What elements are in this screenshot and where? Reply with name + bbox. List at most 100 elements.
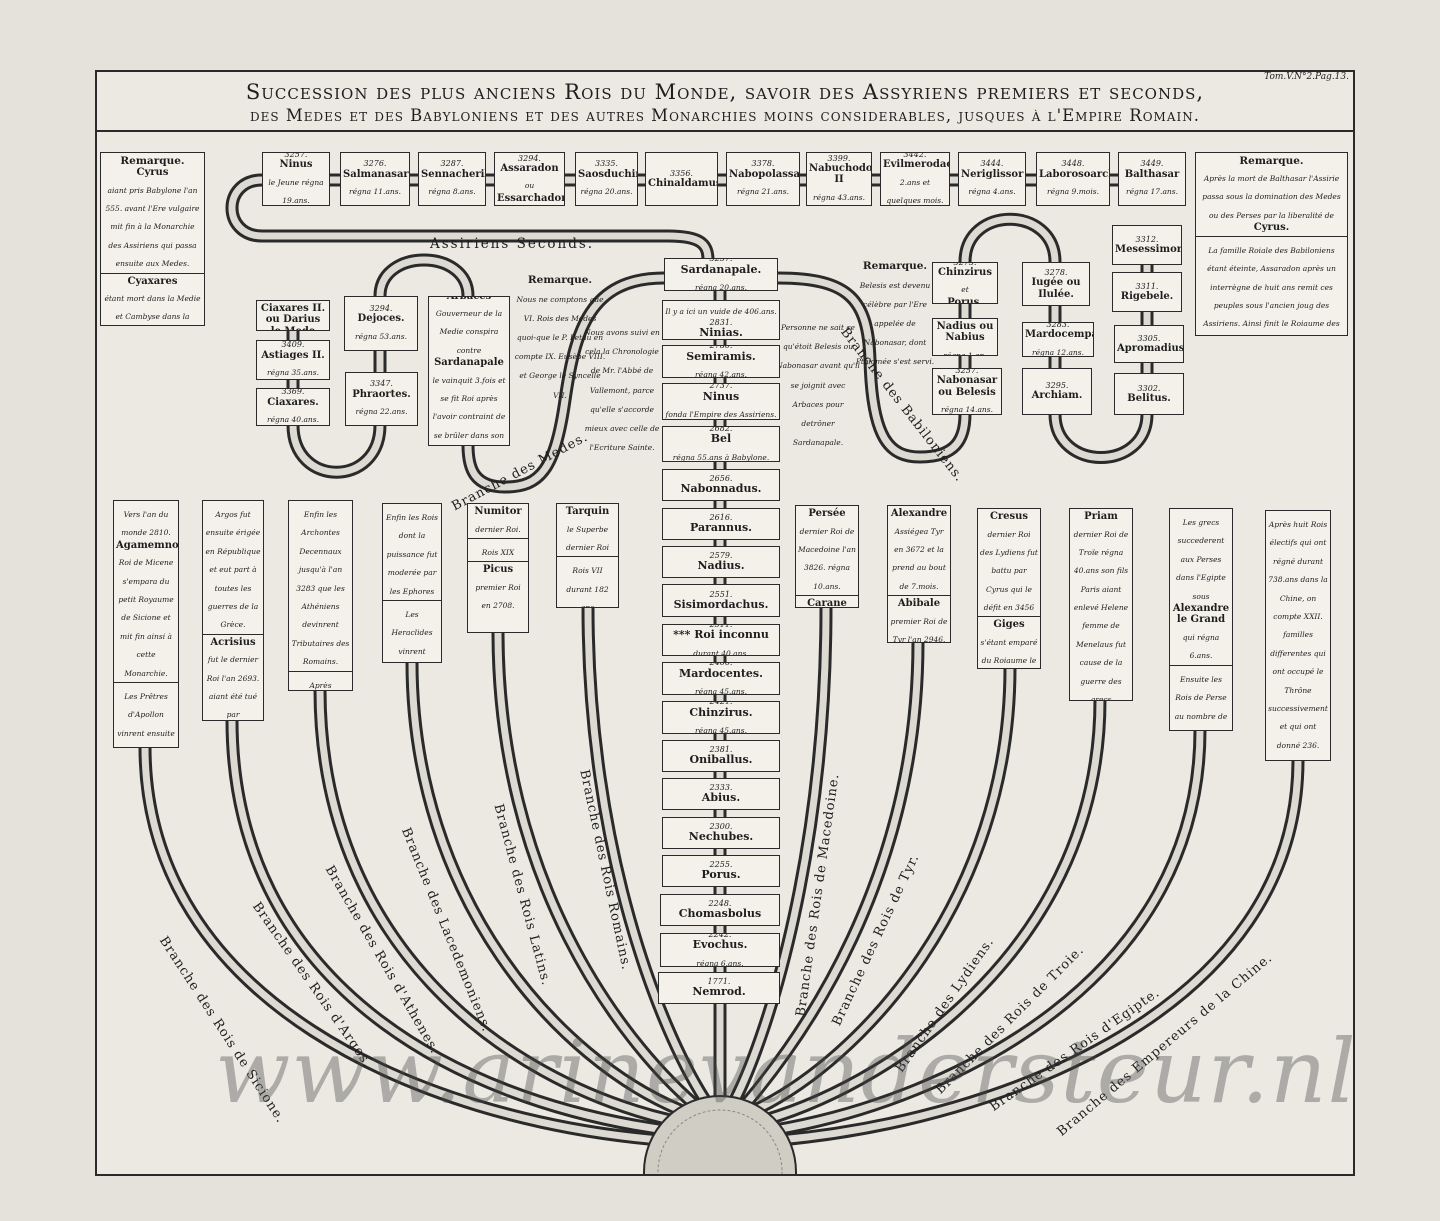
king-box: 3335. Saosduchinus régna 20.ans. [575, 152, 638, 206]
year: 3276. [363, 159, 387, 169]
name-text: Mardocentes. [679, 666, 763, 680]
king-box-babylon: 3257. Nabonasar ou Belesis régna 14.ans. [932, 368, 1002, 415]
box-section: Rois XIX [468, 537, 528, 561]
name-text: Parannus. [689, 521, 753, 535]
note-text: Assiégea Tyr en 3672 et la prend au bout… [892, 526, 946, 591]
year: 3237. [709, 258, 733, 264]
king-box-center: 2656. Nabonnadus. [662, 469, 780, 501]
box-section: Abibale premier Roi de Tyr l'an 2946. ré… [888, 595, 950, 642]
title-cartouche: Tom.V.N°2.Pag.13. Succession des plus an… [95, 70, 1355, 132]
name-text: Nabonasar ou Belesis [936, 375, 998, 398]
note-text: régna 11.ans. [349, 187, 401, 197]
note-text: 2.ans et quelques mois. [886, 177, 944, 206]
king-box-center: 2466. Mardocentes. régna 45.ans. [662, 662, 780, 695]
name-text: Ciaxares. [267, 396, 319, 408]
note-text: régna 9.mois. [1047, 187, 1099, 197]
name-text: Chomasbolus [678, 907, 762, 921]
box-section: 3271. Nadius ou Nabius régna 1.an. [933, 319, 997, 355]
name-text: Nabuchodonosor II [809, 162, 872, 186]
year: 2656. [709, 474, 733, 484]
name-text: Bel [710, 432, 732, 446]
king-box-center: 2255. Porus. [662, 855, 780, 887]
box-section: 3444. Ciaxares II. ou Darius le Mede [257, 301, 329, 330]
year: 2300. [709, 822, 733, 832]
name-text: Chinzirus. [689, 705, 753, 719]
year: 2381. [709, 745, 733, 755]
box-section: Enfin les Rois dont la puissance fut mod… [383, 504, 441, 600]
branch-box-lacedemoniens: Enfin les Rois dont la puissance fut mod… [382, 503, 442, 663]
label-assiriens-seconds: Assiriens Seconds. [430, 236, 595, 252]
year: 2421. [709, 701, 733, 707]
name-text: Mardocempade. [1025, 329, 1093, 341]
name-text: Nemrod. [692, 985, 746, 999]
branch-box-tyr: Alexandre Assiégea Tyr en 3672 et la pre… [887, 505, 951, 643]
king-box: 3294. Assaradon ou Essarchadon [494, 152, 565, 206]
name-text: Ninus [279, 159, 313, 171]
year: 3278. [1044, 267, 1068, 277]
name-text: Semiramis. [686, 349, 756, 363]
box-section: Remarque. Après la mort de Balthasar l'A… [1196, 153, 1347, 236]
name-text: Sisimordachus. [673, 597, 769, 611]
name-text: Porus. [701, 868, 741, 882]
name-text: Astiages II. [261, 349, 325, 361]
branch-box-athenes: Enfin les Archontes Decennaux jusqu'à l'… [288, 500, 353, 691]
box-section: 3278. Iugée ou Ilulée. [1023, 266, 1089, 302]
year: 3356. [670, 168, 693, 178]
watermark: www.arinevandersteur.nl [215, 1020, 1357, 1123]
box-section: Argos fut ensuite érigée en République e… [203, 501, 263, 634]
note-text: régna 45.ans. [695, 726, 747, 734]
king-box-babylon: 3278. Iugée ou Ilulée. [1022, 262, 1090, 306]
branch-box-sicione: Vers l'an du monde 2810. Agamemnon Roi d… [113, 500, 179, 748]
note-text: régna 43.ans. [813, 192, 865, 202]
note-text: le vainquit 3.fois et se fit Roi après l… [432, 375, 506, 440]
box-section: Enfin les Archontes Decennaux jusqu'à l'… [289, 501, 352, 671]
box-section: 2255. Porus. [663, 858, 779, 884]
note-text: ou [524, 181, 535, 191]
year: 2682. [709, 426, 733, 433]
box-section: Après huit Rois électifs qui ont régné d… [1266, 511, 1330, 760]
year: 3311. [1135, 281, 1159, 291]
year: 3305. [1137, 333, 1161, 343]
note-text: régna 40.ans. [267, 415, 319, 425]
king-box-babylon: 3271. Nadius ou Nabius régna 1.an. [932, 318, 998, 356]
note-text: dernier Roi. [475, 524, 521, 534]
king-box: 3449. Balthasar régna 17.ans. [1118, 152, 1186, 206]
box-section: 2381. Oniballus. [663, 743, 779, 769]
name-text: Evilmerodach [883, 159, 949, 171]
box-section: Les Heraclides vinrent ensuite en 3170. [383, 599, 441, 662]
name-text: Ninus [702, 389, 740, 403]
box-section: Après Codrus 17 Roi d'Athènes vinrent le… [289, 670, 352, 690]
year: 2255. [709, 860, 733, 870]
note-text: Nous avons suivi en cela la Chronologie … [584, 328, 660, 453]
note-text: dernier Roi de Macedoine l'an 3826. régn… [798, 526, 856, 591]
tube-assiriens-seconds [228, 176, 712, 264]
year: 2242. [708, 933, 732, 939]
name-text: Cyaxares [127, 275, 178, 287]
year: 3273. [953, 262, 977, 267]
box-section: Cyaxares étant mort dans la Medie et Cam… [101, 272, 204, 325]
box-section: 2780. Semiramis. régna 42.ans. [663, 346, 779, 378]
year: 2551. [709, 589, 733, 599]
branch-box-troie: Priam dernier Roi de Troïe régna 40.ans … [1069, 508, 1133, 701]
note-text: régna 45.ans. [695, 687, 747, 695]
king-box-center: Il y a ici un vuide de 406.ans. 2831. Ni… [662, 300, 780, 340]
year: 2248. [708, 899, 732, 909]
note-text: régna 20.ans. [580, 187, 633, 197]
note-text: durant 40.ans. [693, 648, 749, 656]
tube-babiloniens [774, 274, 969, 461]
box-section: Remarque. Belesis est devenu célèbre par… [852, 258, 938, 371]
year: 3294. [369, 303, 393, 313]
box-section: 2333. Abius. [663, 781, 779, 807]
box-section: 3311. Rigebele. [1113, 280, 1181, 305]
note-text: Enfin les Rois dont la puissance fut mod… [385, 513, 438, 596]
note-text: régna 4.ans. [968, 187, 1016, 197]
note-text: Nous ne comptons que VI. Rois des Medes … [514, 294, 606, 400]
king-box-center: 2551. Sisimordachus. [662, 584, 780, 617]
king-box-center: 2242. Evochus. régna 6.ans. [660, 933, 780, 967]
year: 2616. [709, 513, 733, 523]
king-box-babylon: 3295. Archiam. [1022, 368, 1092, 415]
note-text: régna 42.ans. [695, 370, 747, 378]
box-section: Priam dernier Roi de Troïe régna 40.ans … [1070, 509, 1132, 700]
king-box-center: 1771. Nemrod. [658, 972, 780, 1004]
year: 2579. [709, 551, 733, 561]
